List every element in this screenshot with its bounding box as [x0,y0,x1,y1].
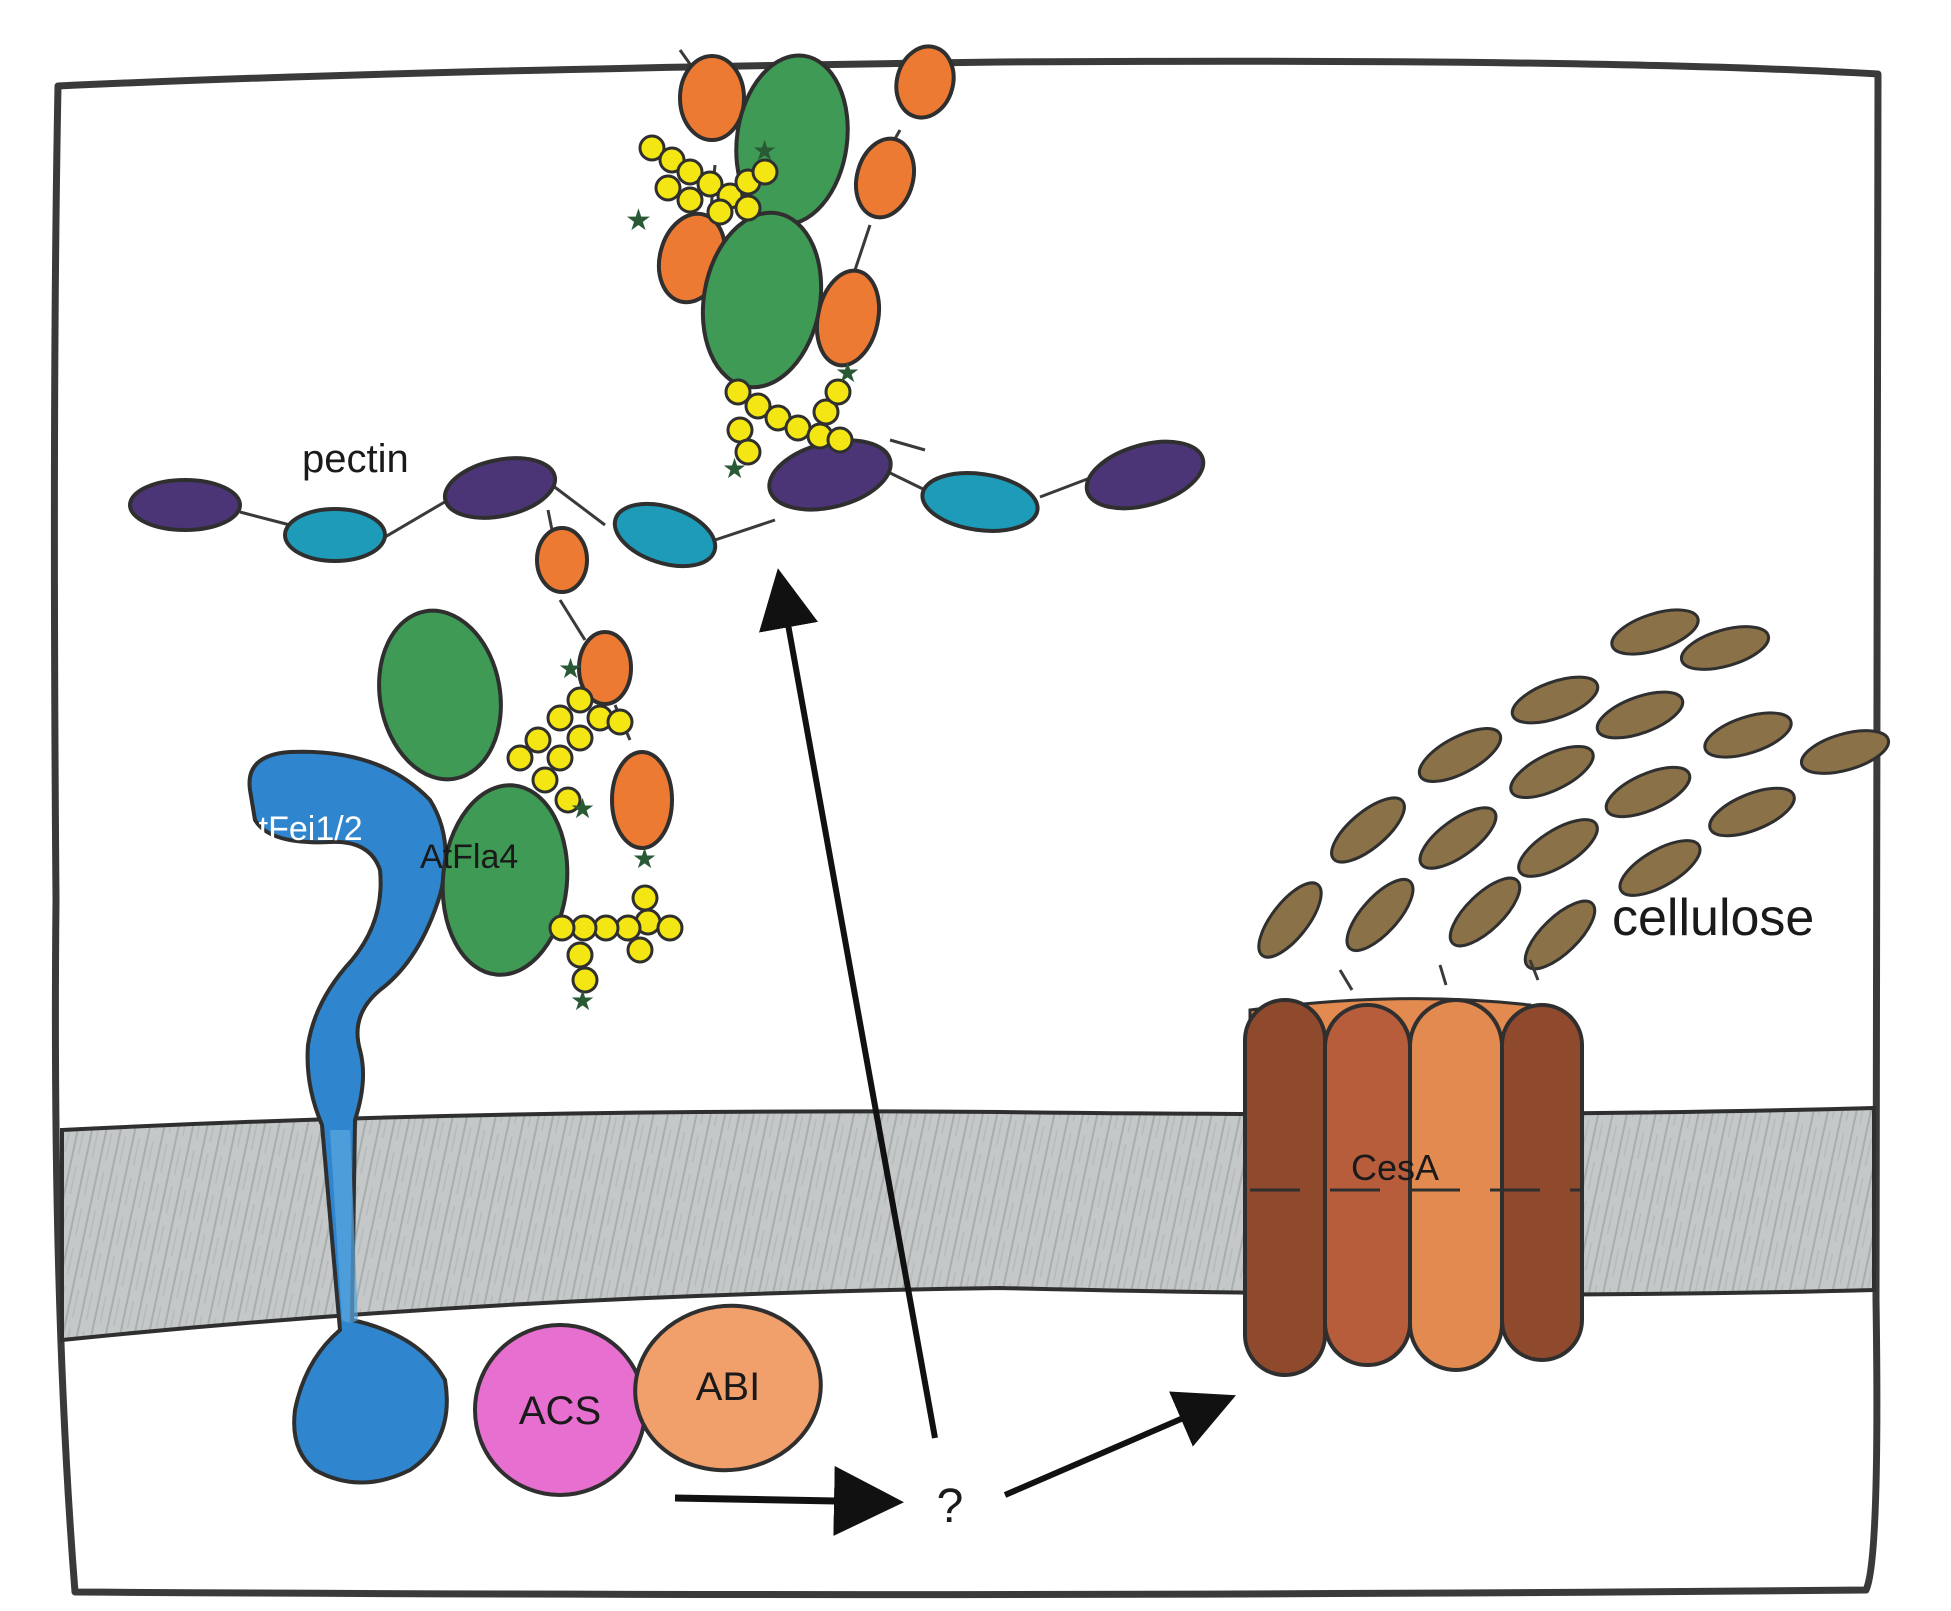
star-icon: ★ [722,452,747,485]
glycan-chain [506,686,634,814]
pectin-unit [283,507,387,563]
star-icon: ★ [632,842,657,875]
atfei-stalk-highlight [330,1130,358,1323]
unknown-mediator-label: ? [937,1480,964,1533]
star-icon: ★ [625,203,652,238]
cellulose-label: cellulose [1612,889,1814,947]
cesa-complex [1243,997,1584,1377]
star-icon: ★ [835,356,860,389]
cell-boundary [50,57,1882,1599]
star-icon: ★ [570,792,595,825]
atfla4-cluster: ★ ★ ★ ★ [377,509,684,1017]
arrow-to-unknown [674,1465,904,1536]
cesa-subunit [1500,1003,1584,1362]
pectin-label: pectin [302,437,409,481]
cellulose-microfibrils [1257,608,1891,991]
cesa-label: CesA [1351,1147,1439,1188]
pectin-unit [1084,439,1206,511]
orange-domain [678,54,746,142]
green-domain [377,608,503,782]
atfei-label: AtFei1/2 [236,810,363,848]
glycan-chain [724,378,854,466]
orange-domain [610,750,674,850]
pectin-unit [920,471,1040,533]
orange-domain [894,44,956,120]
pectin-unit [612,501,718,569]
orange-domain [854,136,916,220]
upper-glycoprotein-cluster: ★ ★ ★ ★ [625,44,956,485]
star-icon: ★ [570,984,595,1017]
abi-label: ABI [696,1365,760,1409]
pectin-unit [128,478,242,532]
star-icon: ★ [558,652,583,685]
green-domain [440,783,570,977]
star-icon: ★ [752,134,777,167]
arrow-to-pectin [759,568,938,1439]
cesa-subunit [1243,998,1327,1377]
atfei-receptor [247,749,449,1485]
orange-domain [535,526,589,594]
abi-protein [633,1303,823,1473]
acs-label: ACS [519,1389,601,1433]
atfla4-label: AtFla4 [420,838,518,876]
pectin-unit [442,456,558,520]
orange-domain [577,630,633,706]
arrow-to-cesa [1003,1391,1237,1498]
glycan-chain [638,134,779,226]
glycan-chain [548,884,684,994]
pectin-backbone [128,438,1206,569]
